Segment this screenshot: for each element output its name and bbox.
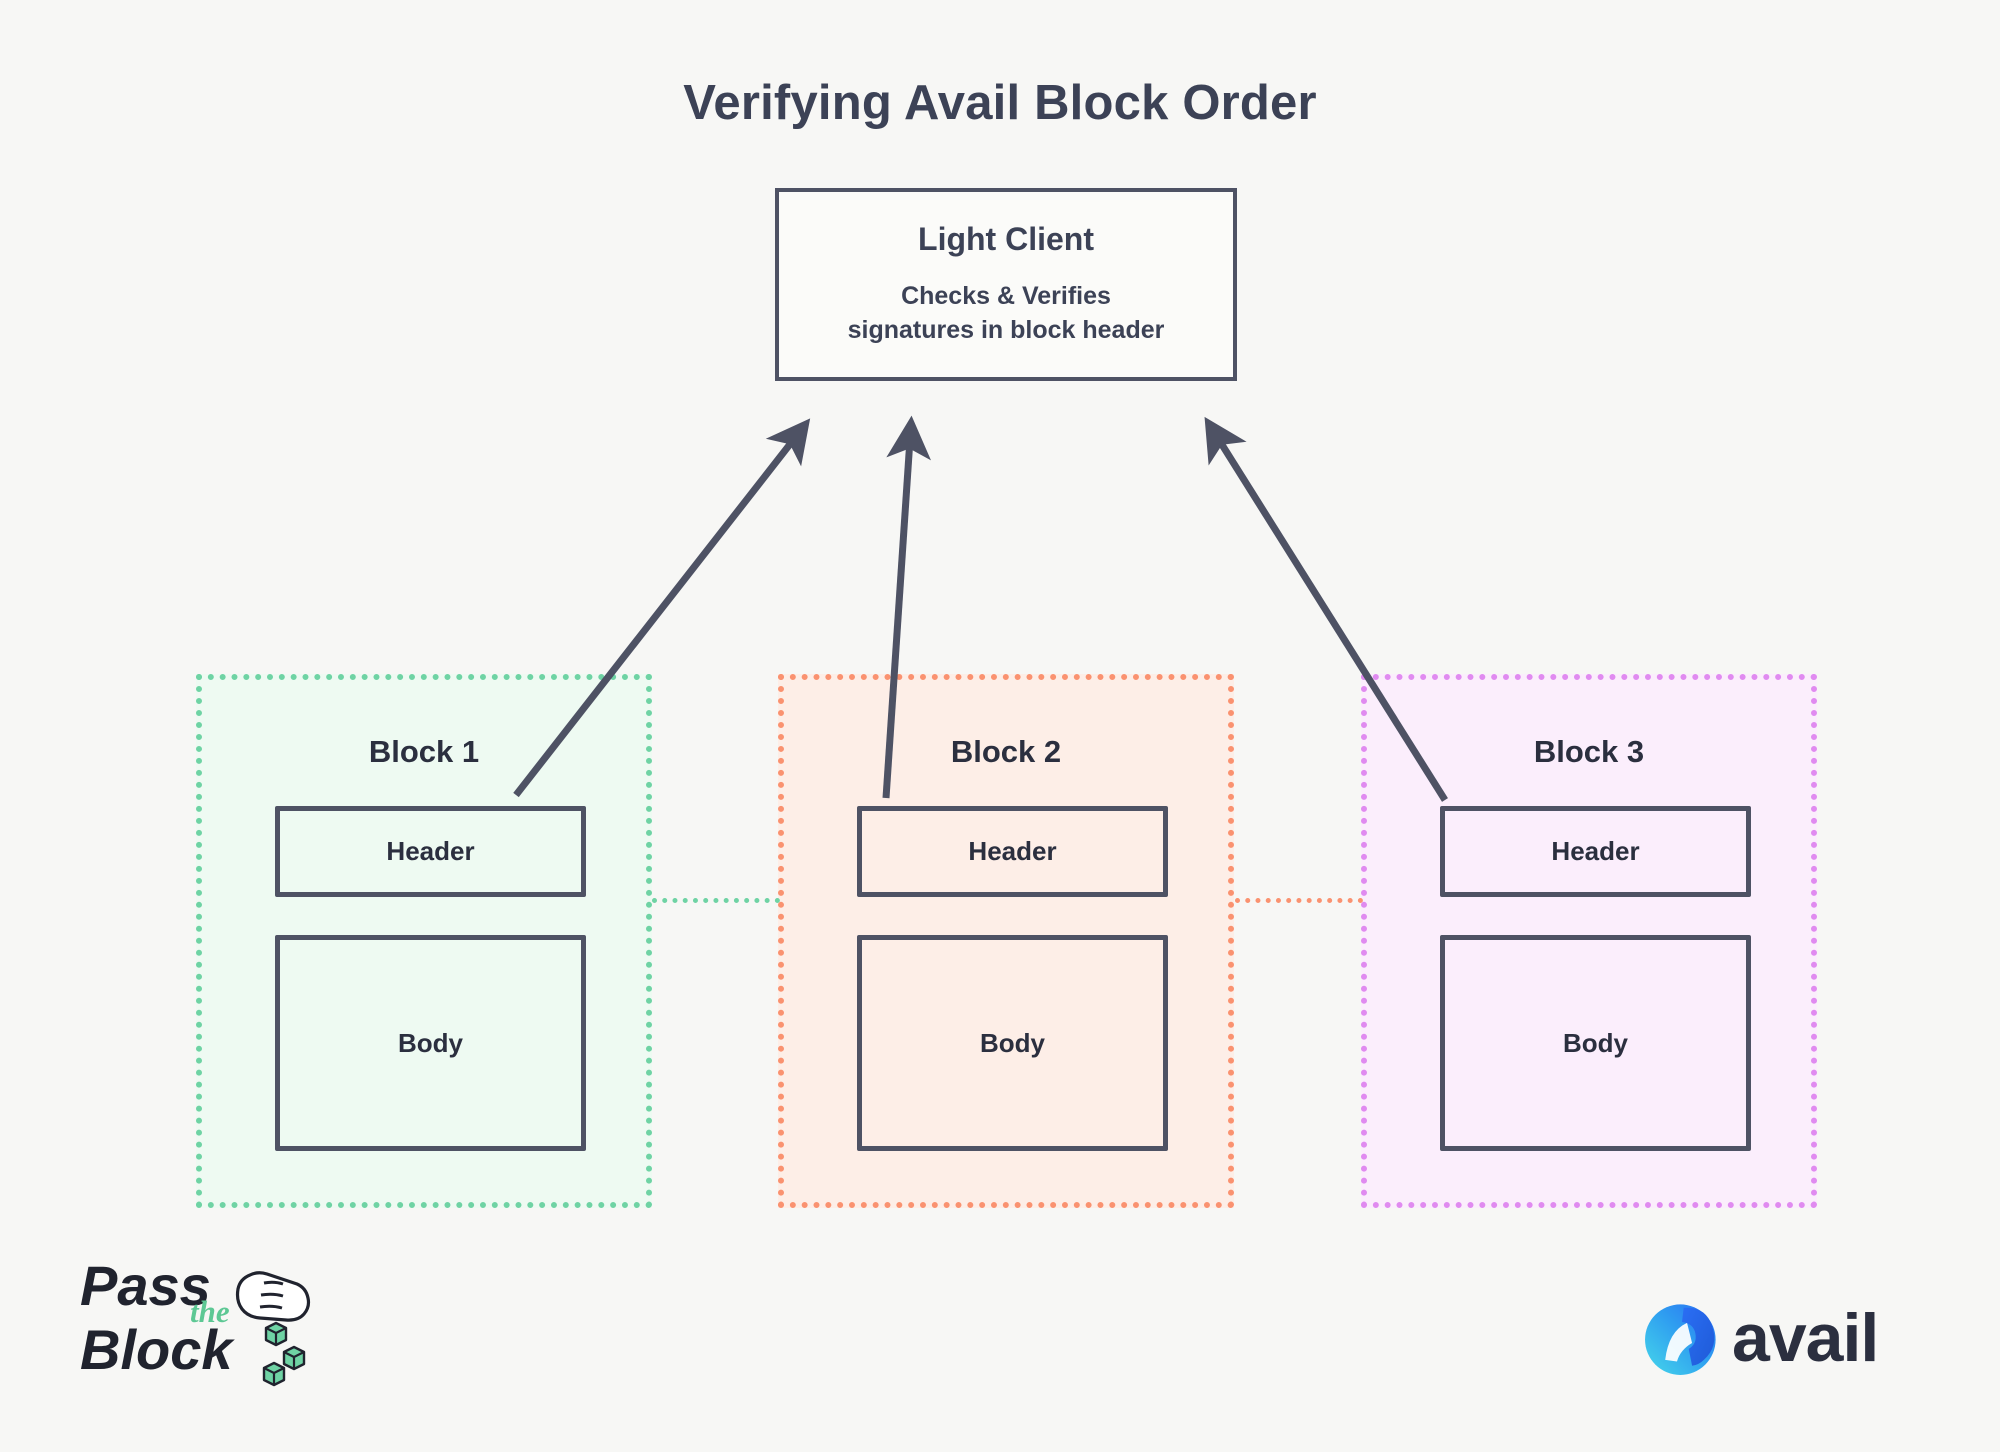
page-title: Verifying Avail Block Order bbox=[683, 76, 1317, 130]
avail-logo: avail bbox=[1640, 1290, 1930, 1386]
block-label-2: Block 2 bbox=[950, 734, 1062, 769]
connector-block1-block2 bbox=[652, 898, 780, 903]
avail-mark-icon bbox=[1645, 1304, 1716, 1375]
light-client-node: Light Client Checks & Verifies signature… bbox=[775, 188, 1237, 381]
block-label-1: Block 1 bbox=[368, 734, 480, 769]
block-container-3: Block 3 Header Body bbox=[1361, 674, 1817, 1208]
light-client-subtitle-line-1: Checks & Verifies bbox=[901, 282, 1111, 311]
block-label-3: Block 3 bbox=[1533, 734, 1645, 769]
light-client-title: Light Client bbox=[918, 221, 1094, 258]
block-2-body-box: Body bbox=[857, 935, 1168, 1151]
block-container-1: Block 1 Header Body bbox=[196, 674, 652, 1208]
block-container-2: Block 2 Header Body bbox=[778, 674, 1234, 1208]
block-1-body-box: Body bbox=[275, 935, 586, 1151]
ptb-word-the: the bbox=[190, 1294, 230, 1329]
ptb-word-pass: Pass bbox=[80, 1254, 211, 1317]
pass-the-block-logo: Pass the Block bbox=[78, 1247, 328, 1387]
block-2-header-box: Header bbox=[857, 806, 1168, 897]
avail-wordmark: avail bbox=[1732, 1300, 1879, 1376]
light-client-subtitle-line-2: signatures in block header bbox=[847, 316, 1165, 344]
block-1-header-box: Header bbox=[275, 806, 586, 897]
connector-block2-block3 bbox=[1235, 898, 1363, 903]
cube-icons bbox=[262, 1321, 306, 1387]
block-3-body-box: Body bbox=[1440, 935, 1751, 1151]
block-3-header-box: Header bbox=[1440, 806, 1751, 897]
ptb-word-block: Block bbox=[80, 1318, 235, 1381]
pass-the-block-logo-icon: Pass the Block bbox=[80, 1254, 311, 1387]
fist-icon bbox=[235, 1271, 311, 1322]
